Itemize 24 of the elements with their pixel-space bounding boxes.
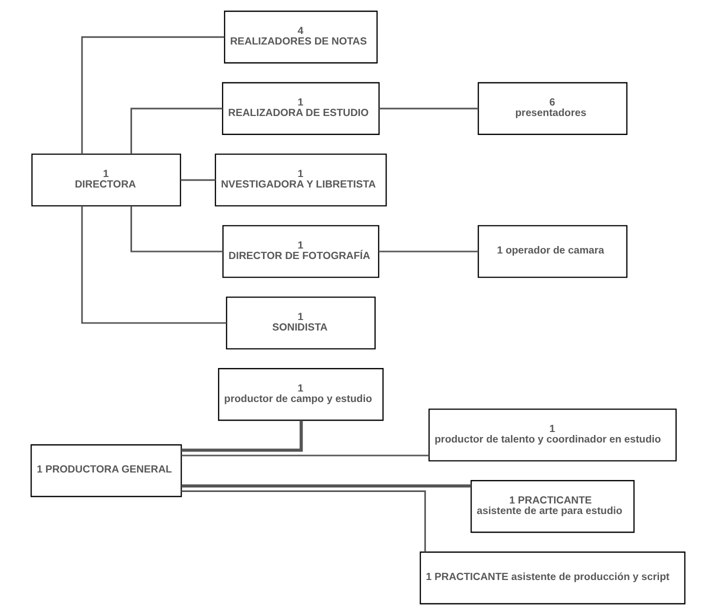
node-box: 1 PRACTICANTE asistente de producción y script <box>420 552 686 604</box>
node-box: 6 presentadores <box>478 82 628 135</box>
node-box: 4 REALIZADORES DE NOTAS <box>224 10 378 64</box>
connector <box>181 490 426 552</box>
connector <box>180 179 216 181</box>
node-box: 1 REALIZADORA DE ESTUDIO <box>222 82 380 135</box>
connector <box>181 454 429 456</box>
connector <box>378 250 478 252</box>
connector <box>81 36 224 154</box>
node-box: 1 PRODUCTORA GENERAL <box>30 444 182 498</box>
node-box: 1 DIRECTORA <box>31 154 182 206</box>
node-box: 1 operador de camara <box>478 225 628 278</box>
connector <box>130 108 222 154</box>
node-box: 1 PRACTICANTE asistente de arte para estudio <box>470 480 635 533</box>
connector <box>181 420 303 452</box>
connector <box>379 108 478 110</box>
connector <box>130 206 223 252</box>
node-box: 1 SONIDISTA <box>226 296 376 350</box>
node-box: 1 NVESTIGADORA Y LIBRETISTA <box>214 154 387 206</box>
connector <box>181 484 471 488</box>
node-box: 1 DIRECTOR DE FOTOGRAFÍA <box>222 225 380 278</box>
node-box: 1 productor de talento y coordinador en estudio <box>428 408 677 462</box>
connector <box>81 206 226 324</box>
node-box: 1 productor de campo y estudio <box>218 368 384 421</box>
